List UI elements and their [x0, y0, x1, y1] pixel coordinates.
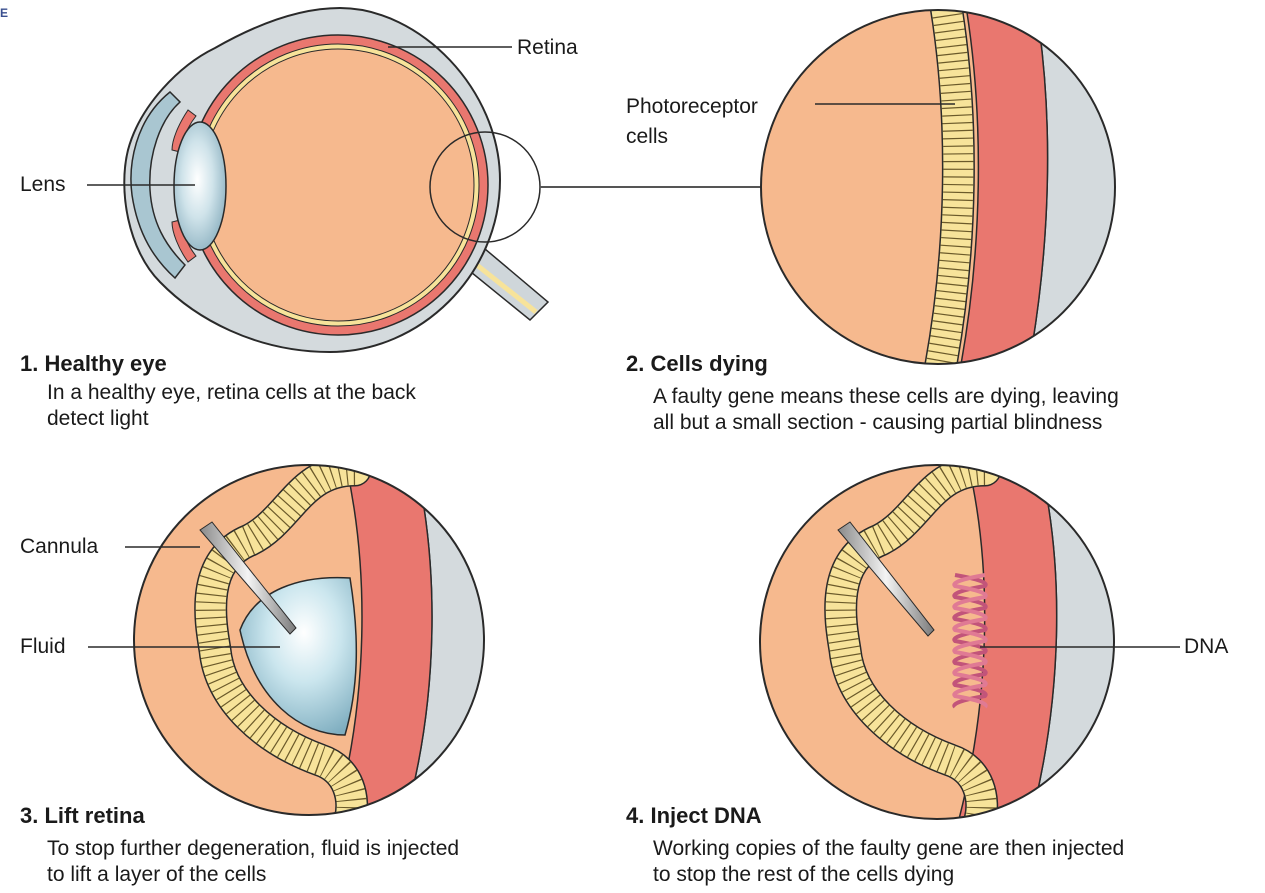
step-1-text: In a healthy eye, retina cells at the ba… [47, 380, 416, 432]
fluid-label: Fluid [20, 635, 66, 659]
retina-label: Retina [517, 36, 578, 60]
step-2-title: 2. Cells dying [626, 351, 768, 377]
step-2-text: A faulty gene means these cells are dyin… [653, 384, 1119, 436]
lift-retina-illustration [130, 460, 490, 820]
step-1-title: 1. Healthy eye [20, 351, 167, 377]
healthy-eye-illustration [124, 8, 762, 352]
step-4-title: 4. Inject DNA [626, 803, 762, 829]
step-3-text: To stop further degeneration, fluid is i… [47, 836, 459, 888]
lens-label: Lens [20, 173, 66, 197]
photoreceptor-label: Photoreceptor cells [626, 92, 758, 152]
cannula-label: Cannula [20, 535, 98, 559]
step-3-title: 3. Lift retina [20, 803, 145, 829]
dna-label: DNA [1184, 635, 1228, 659]
step-4-text: Working copies of the faulty gene are th… [653, 836, 1124, 888]
